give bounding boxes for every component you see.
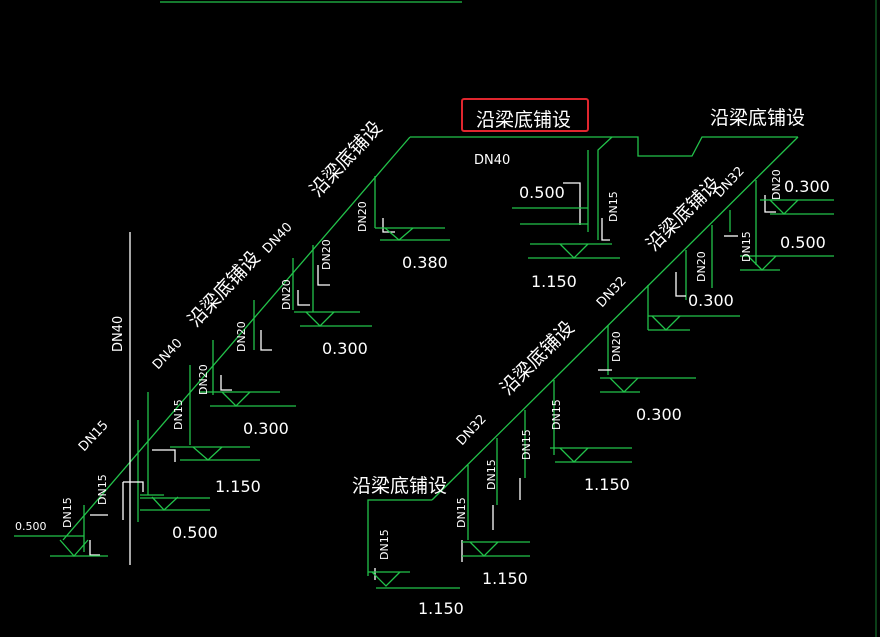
bottom-branch-pipe: [367, 499, 432, 576]
elevation-label: 1.150: [531, 272, 577, 291]
pipe-size-label: DN20: [695, 251, 708, 282]
elevation-label: 0.300: [688, 291, 734, 310]
pipe-size-label: DN32: [454, 412, 490, 449]
elevation-label: 0.500: [519, 183, 565, 202]
beam-label: 沿梁底铺设: [710, 107, 805, 129]
fixture-hook: [764, 195, 776, 213]
main-diagonal-pipe: [62, 136, 411, 541]
elevation-label: 0.500: [780, 233, 826, 252]
pipe-size-label: DN20: [235, 321, 248, 352]
fixture-hook: [601, 218, 610, 241]
pipe-size-label: DN15: [76, 418, 112, 455]
elevation-label: 0.500: [15, 520, 47, 533]
pipe-size-label: DN15: [96, 474, 109, 505]
fixture-hook: [152, 449, 176, 462]
elevation-label: 1.150: [584, 475, 630, 494]
elevation-marker: [512, 207, 588, 225]
elevation-marker: [294, 311, 372, 327]
elevation-label: 0.300: [243, 419, 289, 438]
pipe-size-label: DN15: [550, 399, 563, 430]
pipe-size-label: DN20: [280, 279, 293, 310]
elevation-label: 1.150: [215, 477, 261, 496]
pipe-size-label: DN40: [474, 153, 510, 168]
elevation-marker: [740, 255, 834, 271]
elevation-label: 0.300: [322, 339, 368, 358]
beam-label: 沿梁底铺设: [184, 247, 265, 331]
elevation-marker: [140, 494, 210, 511]
pipe-size-label: DN15: [485, 459, 498, 490]
elevation-marker: [648, 315, 740, 331]
fixture-hook: [563, 182, 581, 225]
pipe-size-label: DN15: [740, 231, 753, 262]
elevation-marker: [170, 446, 260, 461]
pipe-size-label: DN15: [172, 399, 185, 430]
right-offset-pipe: [628, 136, 798, 157]
highlight-box[interactable]: [461, 98, 589, 132]
pipe-size-label: DN40: [111, 316, 126, 352]
elevation-marker: [200, 391, 296, 407]
pipe-size-label: DN20: [320, 239, 333, 270]
pipe-size-label: DN20: [356, 201, 369, 232]
elevation-marker: [600, 377, 696, 393]
beam-label: 沿梁底铺设: [476, 109, 571, 131]
elevation-marker: [760, 199, 834, 215]
pipe-size-label: DN15: [607, 191, 620, 222]
elevation-label: 0.380: [402, 253, 448, 272]
elevation-marker: [14, 535, 108, 557]
pipe-size-label: DN40: [150, 336, 186, 373]
elevation-marker: [375, 227, 450, 241]
beam-label: 沿梁底铺设: [496, 317, 579, 400]
pipe-size-label: DN15: [378, 529, 391, 560]
elevation-marker: [550, 447, 632, 463]
elevation-label: 0.500: [172, 523, 218, 542]
beam-label: 沿梁底铺设: [306, 117, 387, 201]
right-diagonal-pipe: [431, 136, 799, 501]
pipe-size-label: DN20: [610, 331, 623, 362]
fixture-hook: [297, 290, 310, 306]
fixture-hook: [675, 272, 686, 297]
elevation-label: 0.300: [636, 405, 682, 424]
fixture-hook: [123, 481, 144, 492]
pipe-size-label: DN20: [197, 364, 210, 395]
center-riser-pipe: [597, 136, 613, 240]
beam-label: 沿梁底铺设: [352, 475, 447, 497]
elevation-label: 0.300: [784, 177, 830, 196]
pipe-size-label: DN15: [520, 429, 533, 460]
fixture-hook: [382, 218, 395, 233]
elevation-marker: [528, 243, 620, 259]
elevation-marker: [368, 571, 460, 589]
pipe-size-label: DN40: [260, 220, 296, 257]
elevation-marker: [462, 541, 530, 557]
fixture-hook: [89, 540, 100, 556]
fixture-hook: [220, 375, 232, 391]
pipe-size-label: DN32: [594, 274, 630, 311]
elevation-label: 1.150: [482, 569, 528, 588]
elevation-label: 1.150: [418, 599, 464, 618]
pipe-size-label: DN15: [61, 497, 74, 528]
fixture-hook: [317, 265, 330, 286]
pipe-size-label: DN15: [455, 497, 468, 528]
pipe-size-label: DN20: [770, 169, 783, 200]
fixture-hook: [260, 330, 272, 351]
